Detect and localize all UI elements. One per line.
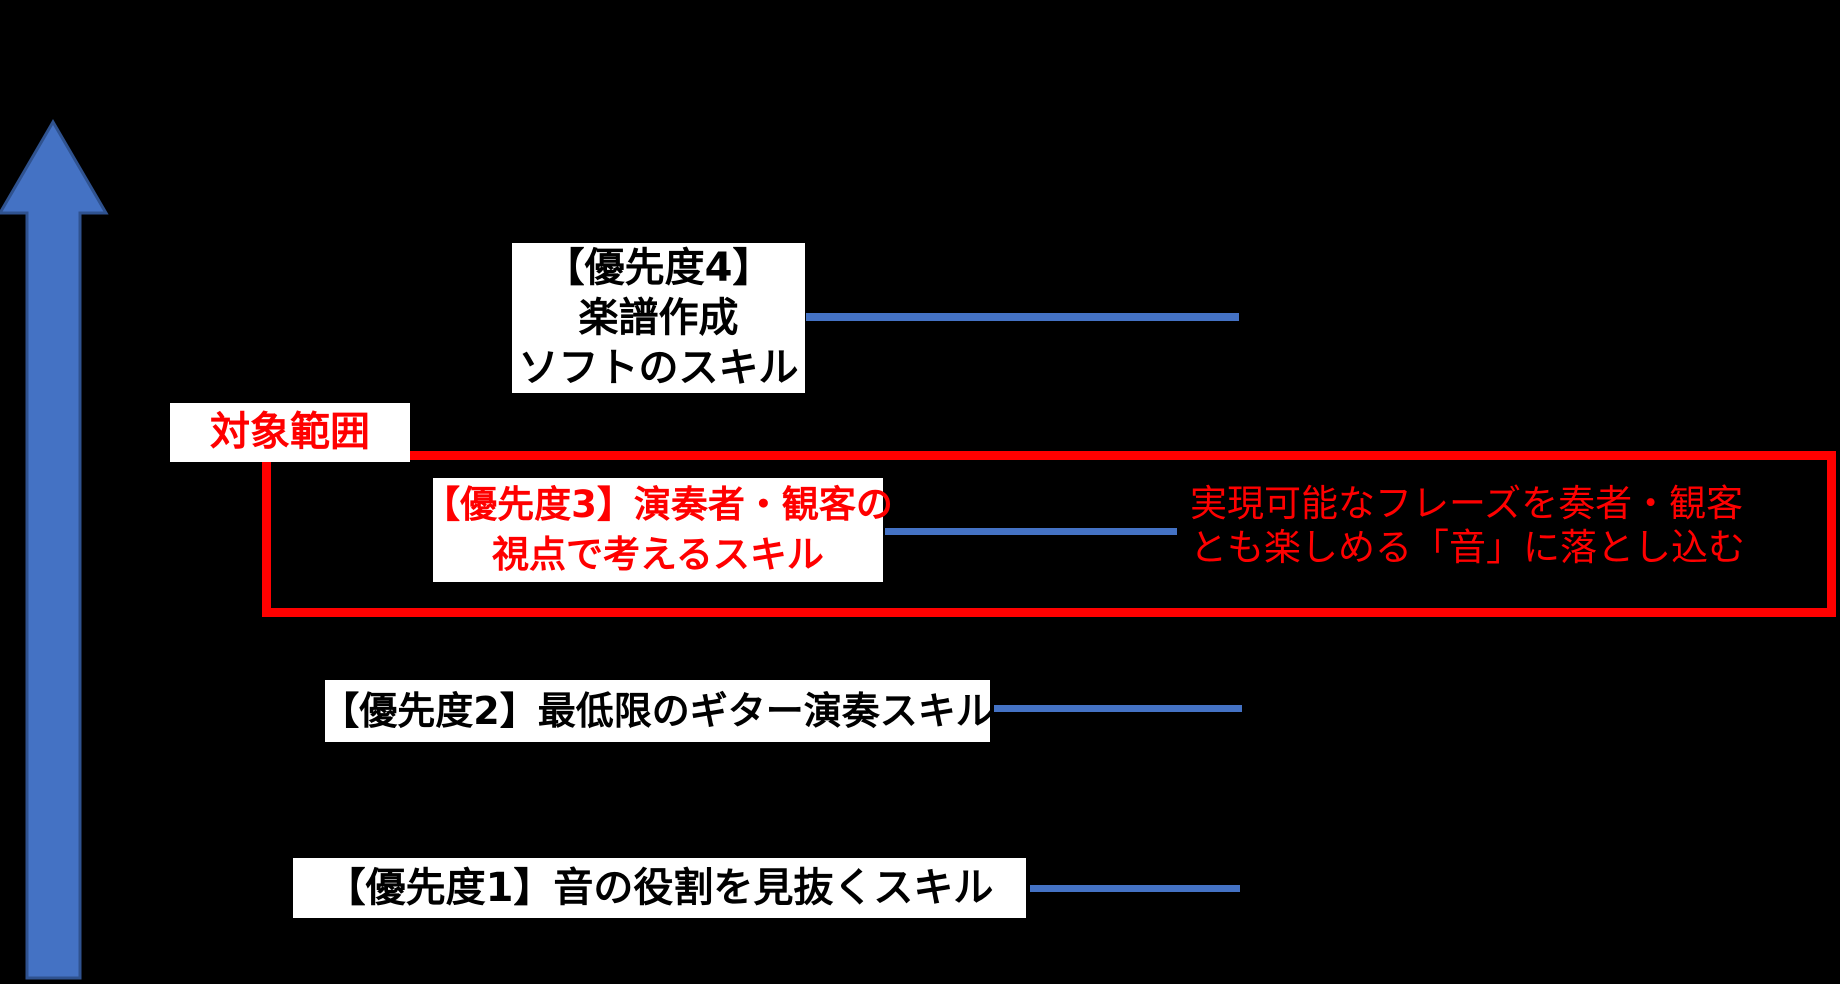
scope-rectangle	[262, 451, 1836, 617]
priority-2-connector-line	[994, 705, 1242, 712]
priority-3-box: 【優先度3】演奏者・観客の 視点で考えるスキル	[423, 478, 893, 582]
priority-1-box: 【優先度1】音の役割を見抜くスキル	[293, 858, 1026, 918]
priority-3-line-1: 【優先度3】演奏者・観客の	[423, 483, 893, 526]
priority-3-connector-line	[885, 528, 1177, 535]
priority-4-line-3: ソフトのスキル	[518, 345, 799, 391]
priority-4-box: 【優先度4】 楽譜作成 ソフトのスキル	[512, 243, 805, 393]
priority-2-line-1: 【優先度2】最低限のギター演奏スキル	[321, 689, 994, 733]
priority-4-line-1: 【優先度4】	[544, 245, 773, 291]
scope-annotation-line-2: とも楽しめる「音」に落とし込む	[1190, 526, 1745, 569]
priority-3-line-2: 視点で考えるスキル	[492, 533, 824, 576]
scope-label-text: 対象範囲	[210, 409, 370, 455]
scope-annotation-line-1: 実現可能なフレーズを奏者・観客	[1190, 482, 1744, 525]
priority-4-connector-line	[806, 313, 1239, 321]
priority-1-connector-line	[1030, 885, 1240, 892]
scope-label: 対象範囲	[170, 403, 410, 462]
priority-2-box: 【優先度2】最低限のギター演奏スキル	[321, 680, 994, 742]
up-arrow-icon	[0, 119, 109, 980]
priority-4-line-2: 楽譜作成	[578, 295, 739, 341]
scope-annotation: 実現可能なフレーズを奏者・観客 とも楽しめる「音」に落とし込む	[1190, 482, 1790, 570]
priority-1-line-1: 【優先度1】音の役割を見抜くスキル	[325, 865, 994, 911]
